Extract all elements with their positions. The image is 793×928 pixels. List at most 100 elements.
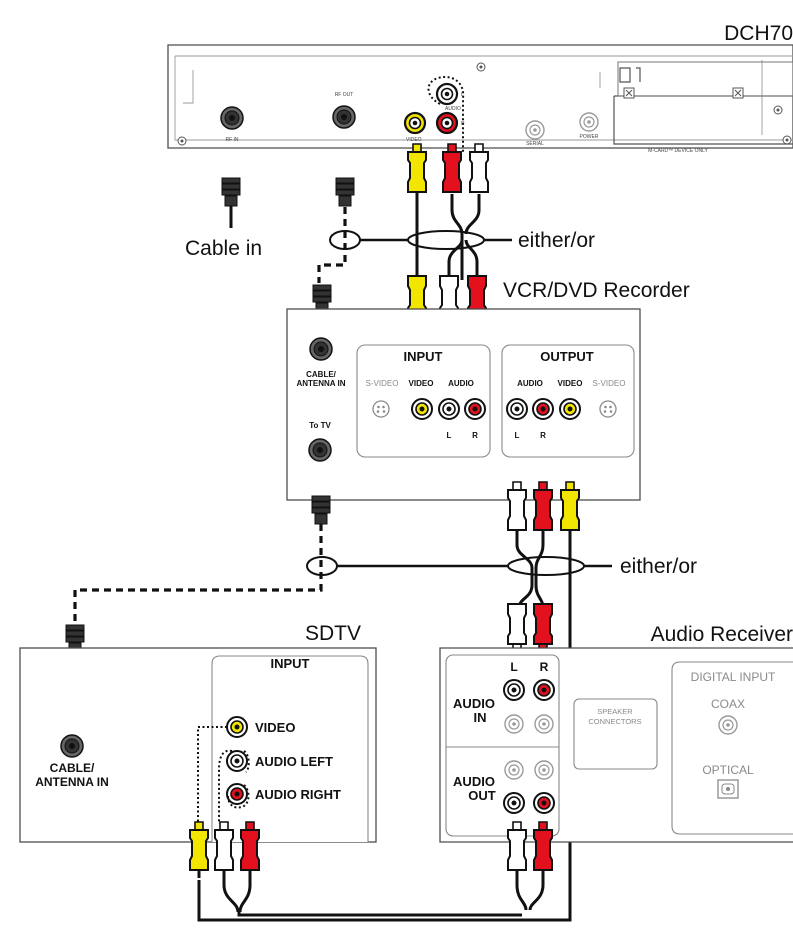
vcr-input-r-label: R	[472, 431, 478, 440]
sdtv-cable-antenna-line1: CABLE/	[50, 761, 95, 775]
vcr-output-audio-left-jack-icon	[506, 398, 528, 420]
vcr-device: VCR/DVD Recorder CABLE/ ANTENNA IN To TV…	[286, 279, 690, 501]
rf-out-label: RF OUT	[335, 92, 354, 98]
receiver-audio-in-right-jack-icon	[533, 679, 555, 701]
vcr-input-title: INPUT	[404, 349, 443, 364]
vcr-cable-antenna-line2: ANTENNA IN	[296, 379, 345, 388]
rf-out-port-icon	[332, 105, 356, 129]
serial-port-icon	[525, 120, 545, 140]
sdtv-audio-left-dotted-link	[218, 749, 233, 824]
vcr-input-audio-left-jack-icon	[438, 398, 460, 420]
dch70-audio-label: AUDIO	[445, 106, 461, 112]
white-rca-plug-icon	[214, 821, 234, 871]
sdtv-audio-right-jack-icon	[226, 783, 248, 805]
receiver-jack-icon	[504, 760, 524, 780]
receiver-l-label: L	[510, 660, 517, 674]
mcard-label: M-CARD™ DEVICE ONLY	[648, 148, 708, 154]
red-rca-plug-icon	[533, 603, 553, 653]
coax-label: COAX	[711, 697, 745, 711]
sdtv-audio-right-label: AUDIO RIGHT	[255, 787, 341, 802]
receiver-audio-out-line2: OUT	[468, 788, 496, 803]
sdtv-video-label: VIDEO	[255, 720, 295, 735]
power-port-icon	[579, 112, 599, 132]
receiver-audio-out-left-jack-icon	[503, 792, 525, 814]
receiver-jack-icon	[504, 714, 524, 734]
vcr-input-audio-right-jack-icon	[464, 398, 486, 420]
coax-dch70-to-vcr	[312, 177, 355, 314]
receiver-audio-in-line2: IN	[474, 710, 487, 725]
red-rca-plug-icon	[533, 481, 553, 531]
white-rca-plug-icon	[507, 603, 527, 653]
receiver-device: Audio Receiver L R AUDIO IN AUDIO OUT SP…	[439, 623, 793, 843]
red-rca-plug-icon	[240, 821, 260, 871]
vcr-output-audio-label: AUDIO	[517, 379, 543, 388]
coax-plug-icon	[335, 177, 355, 207]
dch70-audio-right-jack-icon	[435, 111, 459, 135]
red-rca-plug-icon	[533, 821, 553, 871]
sdtv-video-jack-icon	[226, 716, 248, 738]
sdtv-audio-left-dotted-link	[243, 750, 250, 773]
sdtv-cable-antenna-line2: ANTENNA IN	[35, 775, 109, 789]
dch70-video-label: VIDEO	[406, 137, 422, 143]
optical-port-icon	[717, 779, 739, 799]
receiver-audio-panel	[445, 654, 560, 837]
vcr-input-audio-label: AUDIO	[448, 379, 474, 388]
rf-in-port-icon	[220, 106, 244, 130]
vcr-title: VCR/DVD Recorder	[503, 279, 690, 302]
coax-plug-icon	[311, 495, 331, 525]
receiver-audio-in-line1: AUDIO	[453, 696, 495, 711]
either-or-top-label: either/or	[518, 229, 595, 252]
sdtv-title: SDTV	[305, 622, 361, 645]
red-rca-plug-icon	[442, 143, 462, 193]
sdtv-audio-left-label: AUDIO LEFT	[255, 754, 333, 769]
white-rca-plug-icon	[507, 481, 527, 531]
coax-jack-icon	[718, 715, 738, 735]
dch70-chassis	[167, 44, 793, 149]
rf-in-label: RF IN	[225, 137, 238, 143]
vcr-output-svideo-label: S-VIDEO	[593, 379, 626, 388]
vcr-output-video-jack-icon	[559, 398, 581, 420]
vcr-output-l-label: L	[515, 431, 520, 440]
optical-label: OPTICAL	[702, 763, 754, 777]
digital-input-label: DIGITAL INPUT	[691, 670, 776, 684]
receiver-jack-icon	[534, 760, 554, 780]
receiver-title: Audio Receiver	[651, 623, 793, 646]
sdtv-input-panel	[211, 655, 369, 842]
dch70-l-label: L	[461, 92, 464, 98]
dch70-device: DCH70 RF IN RF OUT L AUDIO R VIDEO	[167, 22, 793, 154]
cable-in-label: Cable in	[185, 237, 262, 260]
vcr-output-title: OUTPUT	[540, 349, 594, 364]
vcr-to-tv-label: To TV	[309, 421, 331, 430]
svideo-jack-icon	[599, 400, 617, 418]
sdtv-audio-right-dotted-link	[227, 784, 250, 809]
receiver-audio-out-right-jack-icon	[533, 792, 555, 814]
vcr-input-l-label: L	[447, 431, 452, 440]
digital-input-panel	[671, 661, 793, 835]
cable-in-coax: Cable in	[185, 177, 262, 260]
vcr-output-audio-right-jack-icon	[532, 398, 554, 420]
dch70-title: DCH70	[724, 22, 793, 45]
bottom-av-cables	[189, 821, 553, 917]
screw-icon	[782, 135, 792, 145]
vcr-input-video-label: VIDEO	[409, 379, 434, 388]
receiver-audio-out-line1: AUDIO	[453, 774, 495, 789]
speaker-label-line1: SPEAKER	[597, 707, 633, 716]
serial-label: SERIAL	[526, 141, 544, 147]
vcr-cable-antenna-line1: CABLE/	[306, 370, 337, 379]
coax-vcr-to-sdtv	[65, 495, 331, 654]
dch70-audio-left-jack-icon	[435, 82, 459, 106]
yellow-rca-plug-icon	[560, 481, 580, 531]
vcr-cable-antenna-port-icon	[309, 337, 333, 361]
screw-icon	[773, 105, 783, 115]
sdtv-device: SDTV INPUT VIDEO AUDIO LEFT AUDIO RIGHT …	[19, 622, 377, 843]
svideo-jack-icon	[372, 400, 390, 418]
either-or-top: either/or	[329, 229, 595, 252]
receiver-audio-in-left-jack-icon	[503, 679, 525, 701]
yellow-rca-plug-icon	[407, 143, 427, 193]
receiver-r-label: R	[540, 660, 549, 674]
either-or-bottom: either/or	[306, 555, 697, 578]
receiver-jack-icon	[534, 714, 554, 734]
vcr-output-r-label: R	[540, 431, 546, 440]
either-or-bottom-label: either/or	[620, 555, 697, 578]
